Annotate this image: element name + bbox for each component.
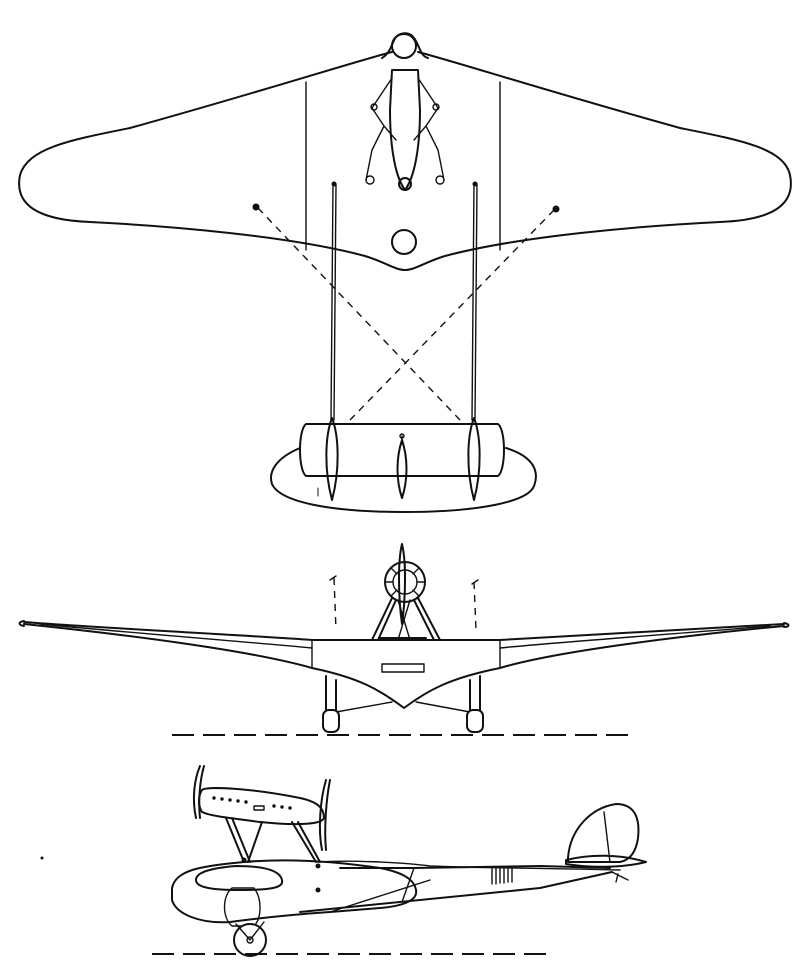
side-tail-fin xyxy=(567,803,640,863)
plan-tailplane-outline xyxy=(270,447,537,513)
plan-propeller-hub xyxy=(391,33,417,59)
front-belly-window xyxy=(381,663,425,673)
front-fin-flag-right xyxy=(471,579,479,585)
plan-strut-foot-left xyxy=(365,175,375,185)
side-fuselage-nose xyxy=(195,865,284,891)
side-boom-brace xyxy=(329,867,431,913)
side-nacelle-portholes xyxy=(212,796,292,810)
front-fin-flag-left xyxy=(329,575,337,581)
front-wing-upper xyxy=(23,621,785,641)
plan-marker-right xyxy=(552,205,560,213)
front-view xyxy=(18,543,790,736)
side-stray-dot xyxy=(40,856,44,860)
plan-nacelle-strut-right xyxy=(413,77,445,181)
side-tail-skid xyxy=(611,871,629,883)
front-pylon-struts xyxy=(371,597,441,641)
side-gear-strut xyxy=(235,921,265,941)
front-gear-axle-left xyxy=(335,701,393,713)
plan-strut-foot-right xyxy=(435,175,445,185)
side-view xyxy=(40,765,647,957)
plan-strut-joint-right xyxy=(432,103,440,111)
front-wing-lower xyxy=(23,623,785,709)
front-wheel-right xyxy=(466,709,484,733)
side-pivot-dot-b xyxy=(315,863,321,869)
plan-fin-center-tip xyxy=(399,433,405,439)
plan-boom-end-left xyxy=(331,181,337,187)
front-right-tip xyxy=(783,622,790,628)
plan-elevator-box xyxy=(299,423,505,477)
front-left-tip xyxy=(18,620,25,627)
plan-view xyxy=(18,32,792,513)
side-engine-nacelle xyxy=(198,787,325,826)
front-pylon-strut-center-b xyxy=(397,599,411,641)
plan-marker-left xyxy=(252,203,260,211)
side-boom-hatching xyxy=(491,867,513,885)
plan-nacelle-strut-left xyxy=(365,77,397,181)
plan-brace-dashed-b xyxy=(349,209,555,421)
side-tail-boom xyxy=(299,871,613,913)
plan-tail-boom-right xyxy=(471,183,478,421)
plan-cockpit-opening xyxy=(391,229,417,255)
front-wheel-left xyxy=(322,709,340,733)
side-pivot-dot-a xyxy=(241,857,247,863)
plan-brace-dashed-a xyxy=(257,207,461,421)
front-wing-line xyxy=(39,623,771,649)
front-fin-dashed-right xyxy=(473,581,477,631)
plan-tail-boom-left xyxy=(330,183,337,421)
plan-boom-end-right xyxy=(472,181,478,187)
front-engine-cylinders xyxy=(384,561,426,597)
plan-fin-center xyxy=(396,439,408,499)
plan-fin-right xyxy=(467,417,481,501)
front-gear-axle-right xyxy=(415,701,471,713)
front-fin-dashed-left xyxy=(333,577,337,631)
side-pivot-dot-c xyxy=(315,887,321,893)
side-propeller-front xyxy=(192,765,205,819)
plan-wing-outline xyxy=(18,51,792,271)
plan-engine-nacelle xyxy=(389,69,421,191)
side-rudder-hinge xyxy=(603,811,611,863)
plan-fin-left xyxy=(325,417,339,501)
side-pylon-struts xyxy=(225,817,321,863)
side-nacelle-hatch xyxy=(253,805,265,811)
side-wing-root xyxy=(317,860,621,871)
side-main-wheel-hub xyxy=(246,936,254,944)
plan-nacelle-tip xyxy=(398,177,412,191)
side-tail-boom-upper xyxy=(339,865,611,869)
plan-strut-joint-left xyxy=(370,103,378,111)
plan-nose-cowl xyxy=(381,32,429,59)
side-tailplane xyxy=(565,854,647,868)
side-propeller-rear xyxy=(318,779,331,851)
